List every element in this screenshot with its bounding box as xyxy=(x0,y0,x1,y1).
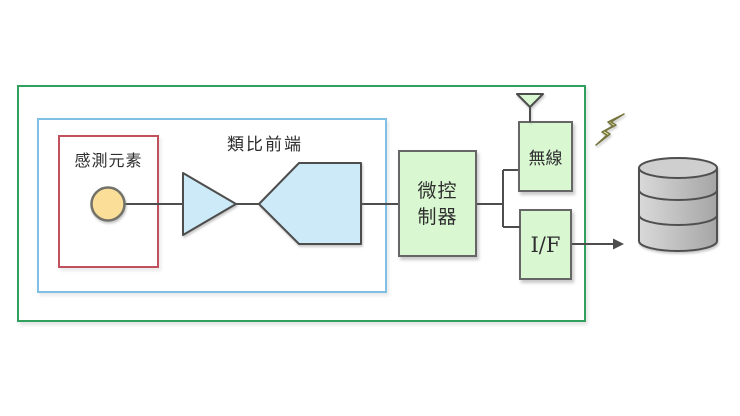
wireless-block: 無線 xyxy=(518,121,573,192)
database-cylinder-icon xyxy=(638,157,718,252)
microcontroller-block: 微控 制器 xyxy=(398,150,477,257)
data-out-arrow-icon xyxy=(613,238,624,250)
microcontroller-label-line1: 微控 xyxy=(417,179,458,202)
radio-signal-lightning-icon xyxy=(595,113,625,146)
interface-block: I/F xyxy=(519,209,572,280)
analog-frontend-label: 類比前端 xyxy=(227,135,303,155)
microcontroller-label-line2: 制器 xyxy=(417,205,458,228)
wireless-label: 無線 xyxy=(528,149,563,169)
sensing-element-label: 感測元素 xyxy=(74,151,143,170)
interface-label: I/F xyxy=(530,232,561,257)
